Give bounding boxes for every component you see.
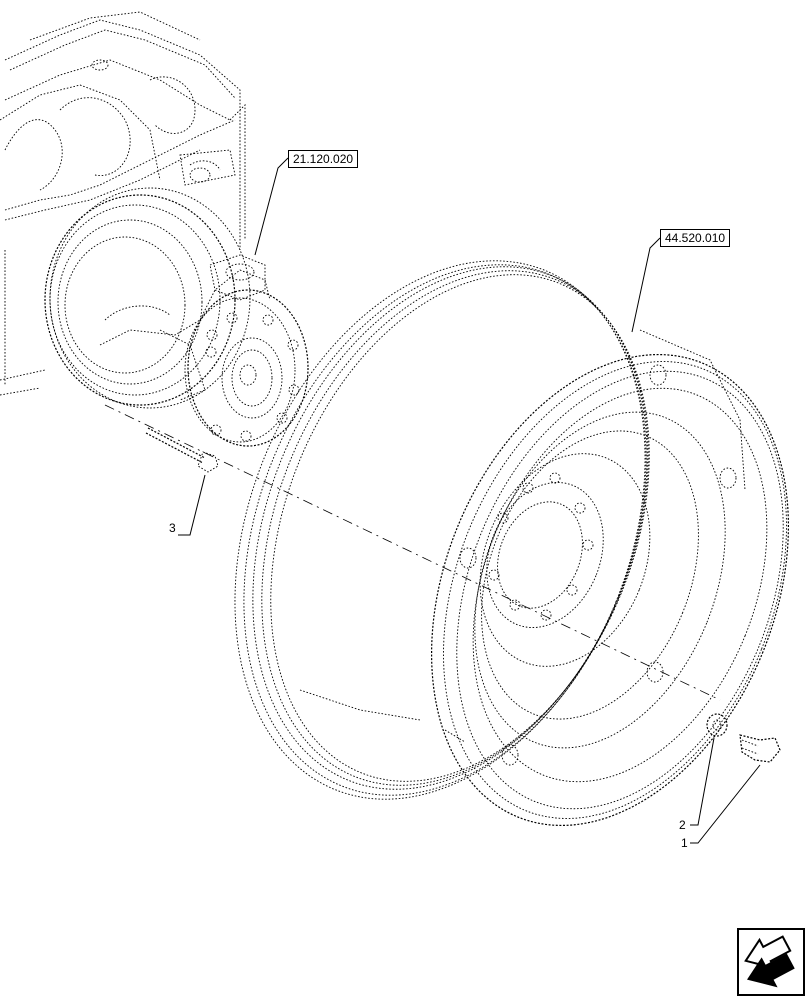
view-direction-arrow-icon[interactable] bbox=[737, 928, 805, 996]
axle-flange bbox=[184, 289, 309, 447]
leader-lines bbox=[178, 157, 761, 844]
reference-label-wheel[interactable]: 44.520.010 bbox=[660, 229, 731, 247]
callout-item-1: 1 bbox=[681, 836, 688, 850]
hub-assembly bbox=[44, 187, 271, 409]
stud-bolt bbox=[145, 427, 219, 473]
transmission-housing bbox=[0, 11, 246, 396]
callout-item-3: 3 bbox=[169, 521, 176, 535]
reference-label-transmission[interactable]: 21.120.020 bbox=[288, 150, 359, 168]
axis-centerline bbox=[104, 404, 721, 701]
wheel-bolt-and-washer bbox=[706, 713, 781, 763]
callout-item-2: 2 bbox=[679, 818, 686, 832]
